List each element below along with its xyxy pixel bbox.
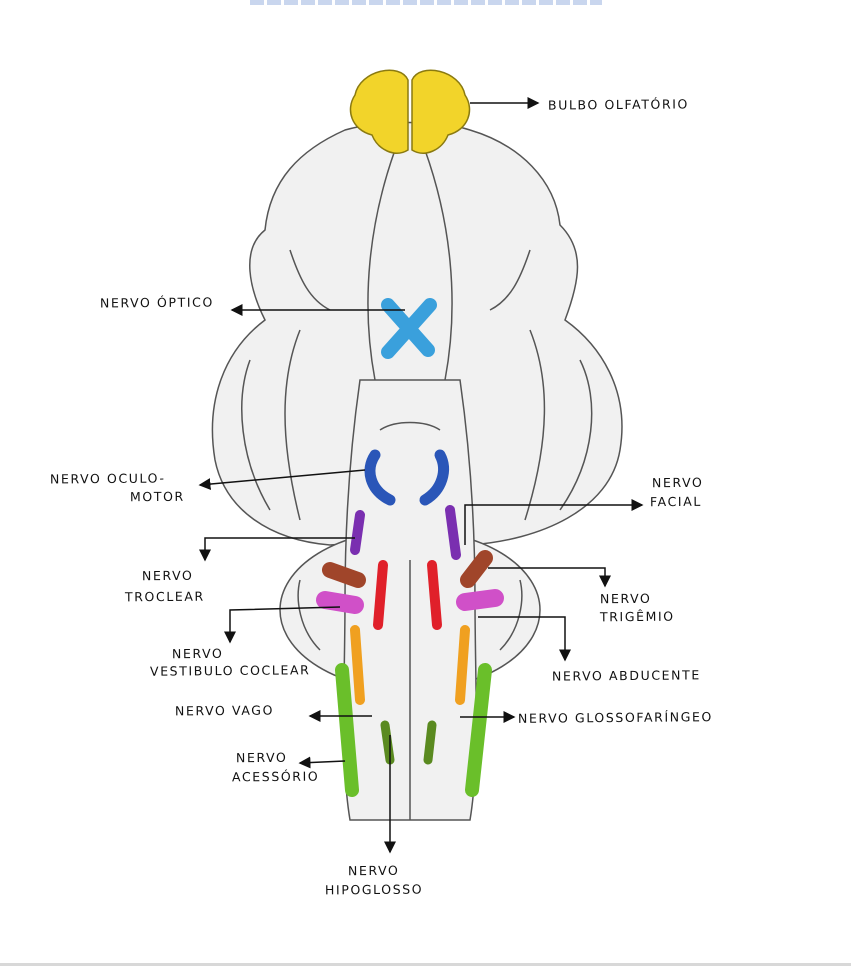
label-optic-nerve: NERVO ÓPTICO (99, 294, 214, 311)
label-vagus: NERVO VAGO (174, 702, 275, 719)
label-vestibulocochlear-2: VESTIBULO COCLEAR (149, 662, 311, 679)
label-facial-2: FACIAL (649, 493, 702, 510)
abducens-nerves (373, 560, 442, 630)
trochlear-nerves (350, 505, 461, 560)
label-olfactory-bulb: BULBO OLFATÓRIO (547, 96, 690, 113)
vestibulocochlear-nerves (316, 589, 504, 614)
label-oculomotor-1: NERVO OCULO- (49, 470, 166, 487)
leader-lines (198, 97, 644, 854)
label-accessory-2: ACESSÓRIO (231, 768, 320, 785)
label-hypoglossal-2: HIPOGLOSSO (324, 881, 424, 898)
label-trochlear-1: NERVO (141, 567, 194, 584)
top-decorative-bar (250, 0, 602, 5)
label-trigeminal-2: TRIGÊMIO (599, 608, 675, 625)
label-abducens: NERVO ABDUCENTE (551, 667, 701, 684)
bottom-divider (0, 963, 851, 966)
label-trigeminal-1: NERVO (599, 590, 652, 607)
label-oculomotor-2: MOTOR (129, 488, 185, 505)
label-glossopharyngeal: NERVO GLOSSOFARÍNGEO (517, 709, 713, 726)
label-vestibulocochlear-1: NERVO (171, 645, 224, 662)
oculomotor-nerves (364, 449, 449, 506)
label-hypoglossal-1: NERVO (347, 862, 400, 879)
trigeminal-nerves (322, 550, 493, 588)
olfactory-bulbs (349, 69, 471, 154)
optic-chiasm (381, 298, 437, 359)
vagus-accessory-nerves (335, 663, 492, 797)
label-accessory-1: NERVO (235, 749, 288, 766)
facial-glossopharyngeal-nerves (350, 625, 470, 705)
label-facial-1: NERVO (651, 474, 704, 491)
hypoglossal-nerves (380, 720, 437, 765)
label-trochlear-2: TROCLEAR (124, 588, 205, 605)
